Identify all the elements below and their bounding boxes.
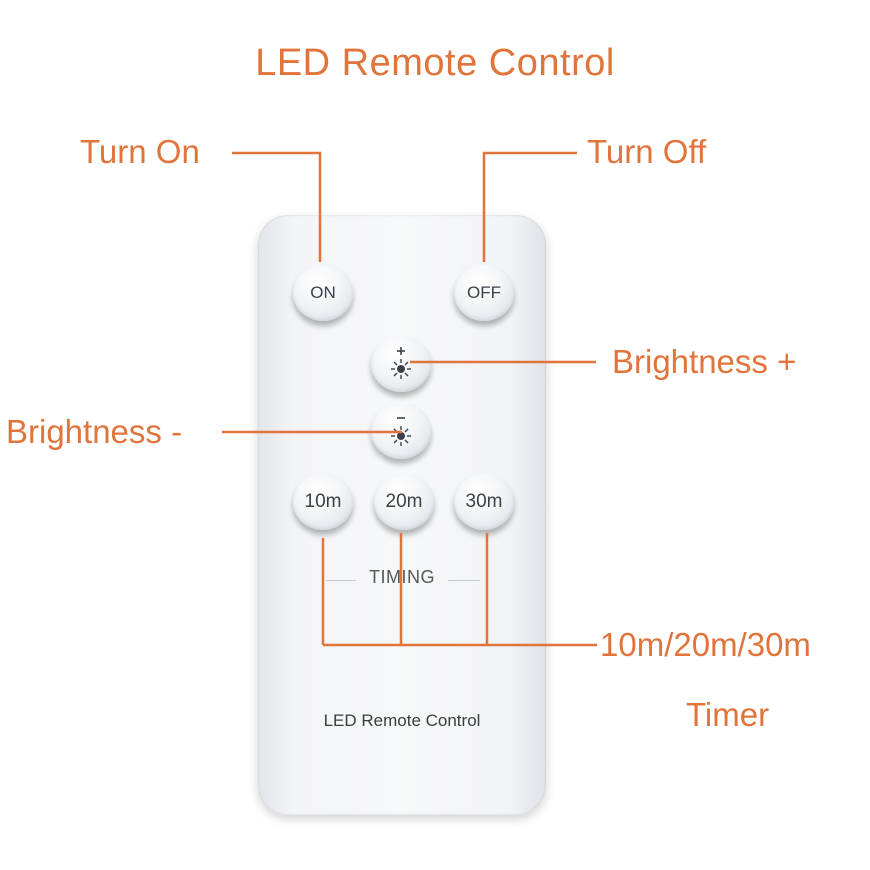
- remote-brand-label: LED Remote Control: [323, 711, 481, 730]
- timer-values-callout: 10m/20m/30m: [600, 626, 811, 663]
- on-button-label: ON: [310, 283, 336, 302]
- off-button[interactable]: OFF: [454, 265, 514, 321]
- timer-30m-label: 30m: [465, 491, 503, 512]
- timer-30m-button[interactable]: 30m: [454, 474, 514, 530]
- timing-divider-right: [448, 580, 480, 581]
- timer-10m-label: 10m: [304, 491, 342, 512]
- off-button-label: OFF: [467, 283, 501, 302]
- timer-callout: Timer: [686, 696, 770, 733]
- timing-divider-left: [326, 580, 356, 581]
- turn-on-callout: Turn On: [80, 133, 200, 170]
- page-title: LED Remote Control: [255, 42, 615, 84]
- brightness-down-callout: Brightness -: [6, 413, 183, 450]
- on-button[interactable]: ON: [293, 265, 353, 321]
- brightness-up-icon: [391, 347, 411, 379]
- brightness-down-button[interactable]: [371, 403, 431, 459]
- timing-label: TIMING: [369, 567, 435, 587]
- brightness-up-button[interactable]: [371, 336, 431, 392]
- timer-10m-button[interactable]: 10m: [293, 474, 353, 530]
- brightness-up-callout: Brightness +: [612, 343, 797, 380]
- turn-off-callout: Turn Off: [587, 133, 707, 170]
- timer-20m-button[interactable]: 20m: [374, 474, 434, 530]
- brightness-down-icon: [391, 417, 411, 446]
- timer-20m-label: 20m: [385, 491, 423, 512]
- remote-control: ON OFF: [258, 215, 546, 815]
